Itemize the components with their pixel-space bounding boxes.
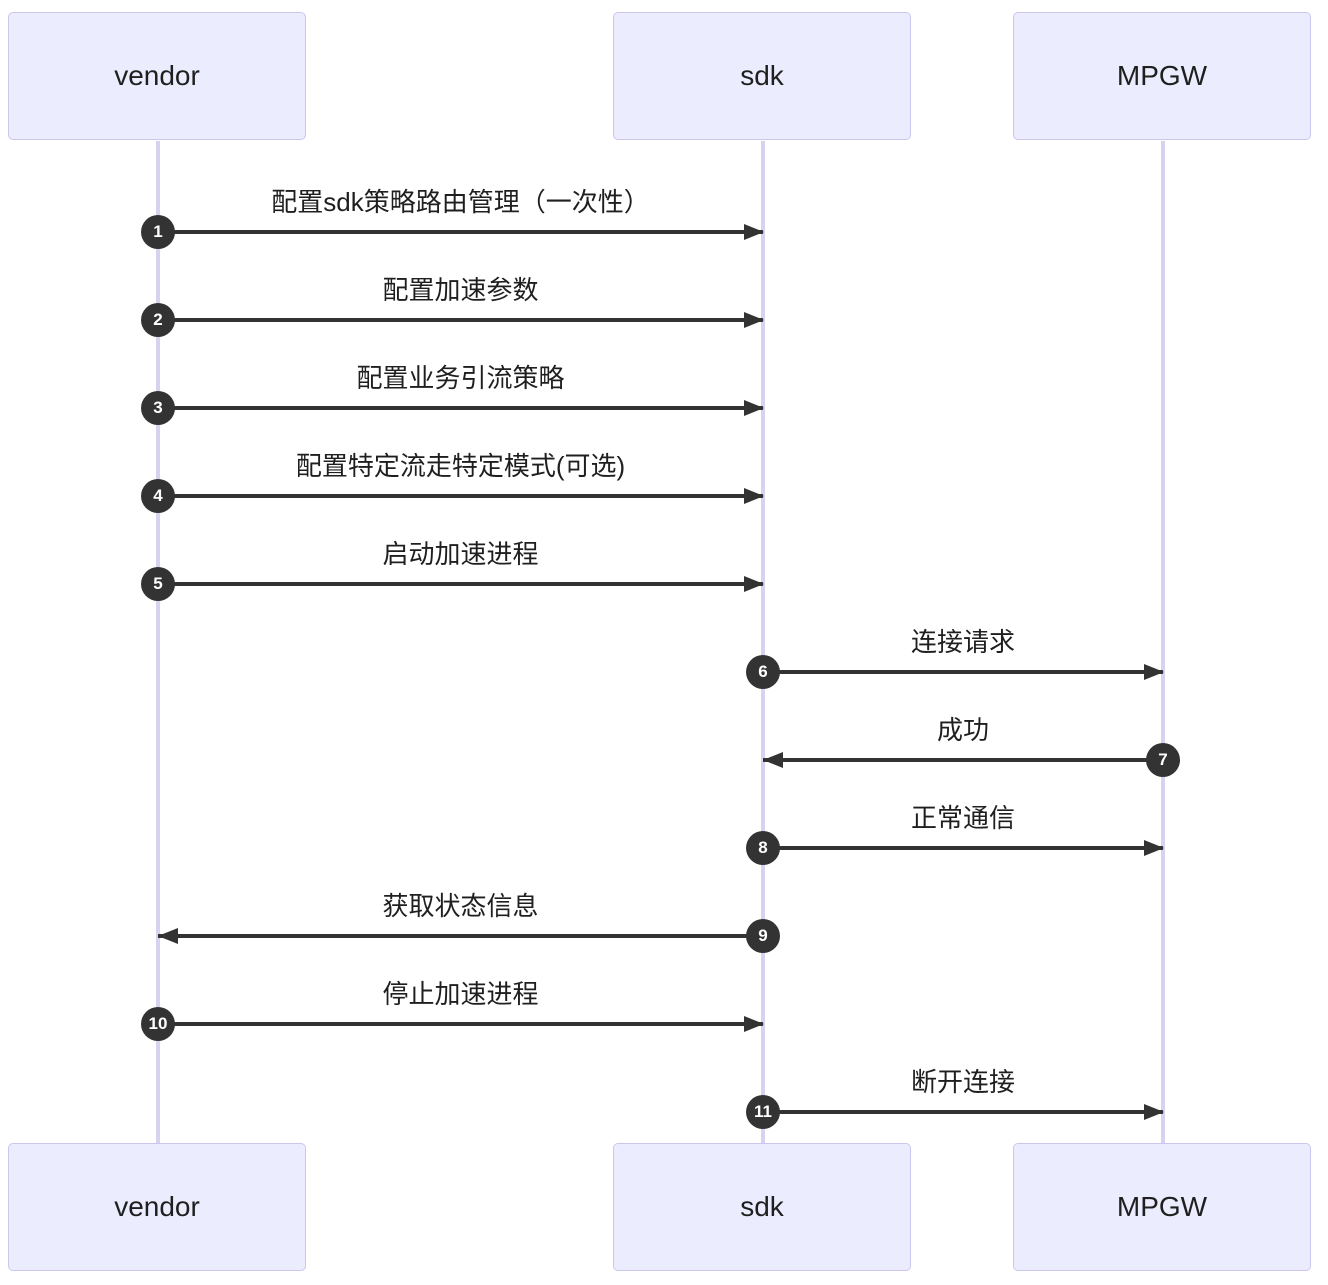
message-label: 配置sdk策略路由管理（一次性） xyxy=(271,187,650,217)
actor-box-vendor-bottom: vendor xyxy=(8,1143,306,1271)
message-number-badge: 8 xyxy=(746,831,780,865)
message-arrow-line xyxy=(158,406,763,410)
message-number-badge: 3 xyxy=(141,391,175,425)
message-arrow-line xyxy=(158,1022,763,1026)
message-arrow-line xyxy=(158,230,763,234)
arrowhead-icon xyxy=(158,928,178,944)
actor-box-sdk-bottom: sdk xyxy=(613,1143,911,1271)
actor-box-mpgw-top: MPGW xyxy=(1013,12,1311,140)
message-number-badge: 2 xyxy=(141,303,175,337)
message-label: 获取状态信息 xyxy=(382,891,539,921)
arrowhead-icon xyxy=(744,576,764,592)
message-number-badge: 10 xyxy=(141,1007,175,1041)
arrowhead-icon xyxy=(744,400,764,416)
actor-label-sdk: sdk xyxy=(740,60,784,91)
message-arrow-line xyxy=(158,494,763,498)
actor-label-vendor: vendor xyxy=(114,1191,200,1222)
message-arrow-line xyxy=(763,670,1163,674)
message-number-badge: 11 xyxy=(746,1095,780,1129)
message-number-badge: 1 xyxy=(141,215,175,249)
message-label: 配置业务引流策略 xyxy=(356,363,565,393)
message-label: 成功 xyxy=(936,715,990,745)
actor-label-mpgw: MPGW xyxy=(1116,60,1208,91)
actor-label-sdk: sdk xyxy=(740,1191,784,1222)
message-arrow-line xyxy=(158,934,763,938)
arrowhead-icon xyxy=(1144,664,1164,680)
message-number-badge: 9 xyxy=(746,919,780,953)
message-number-badge: 4 xyxy=(141,479,175,513)
arrowhead-icon xyxy=(744,224,764,240)
message-arrow-line xyxy=(763,758,1163,762)
arrowhead-icon xyxy=(744,312,764,328)
lifeline-vendor xyxy=(156,141,160,1144)
message-label: 配置加速参数 xyxy=(382,275,539,305)
message-label: 配置特定流走特定模式(可选) xyxy=(295,451,626,481)
actor-box-sdk-top: sdk xyxy=(613,12,911,140)
arrowhead-icon xyxy=(1144,1104,1164,1120)
message-label: 正常通信 xyxy=(910,803,1016,833)
message-arrow-line xyxy=(763,1110,1163,1114)
lifeline-sdk xyxy=(761,141,765,1144)
message-arrow-line xyxy=(158,318,763,322)
arrowhead-icon xyxy=(744,1016,764,1032)
arrowhead-icon xyxy=(763,752,783,768)
message-arrow-line xyxy=(763,846,1163,850)
actor-box-mpgw-bottom: MPGW xyxy=(1013,1143,1311,1271)
message-arrow-line xyxy=(158,582,763,586)
message-number-badge: 5 xyxy=(141,567,175,601)
message-label: 停止加速进程 xyxy=(382,979,539,1009)
message-label: 连接请求 xyxy=(910,627,1016,657)
lifeline-mpgw xyxy=(1161,141,1165,1144)
message-label: 启动加速进程 xyxy=(382,539,539,569)
arrowhead-icon xyxy=(1144,840,1164,856)
actor-box-vendor-top: vendor xyxy=(8,12,306,140)
actor-label-mpgw: MPGW xyxy=(1116,1191,1208,1222)
actor-label-vendor: vendor xyxy=(114,60,200,91)
message-number-badge: 6 xyxy=(746,655,780,689)
message-number-badge: 7 xyxy=(1146,743,1180,777)
message-label: 断开连接 xyxy=(910,1067,1016,1097)
arrowhead-icon xyxy=(744,488,764,504)
